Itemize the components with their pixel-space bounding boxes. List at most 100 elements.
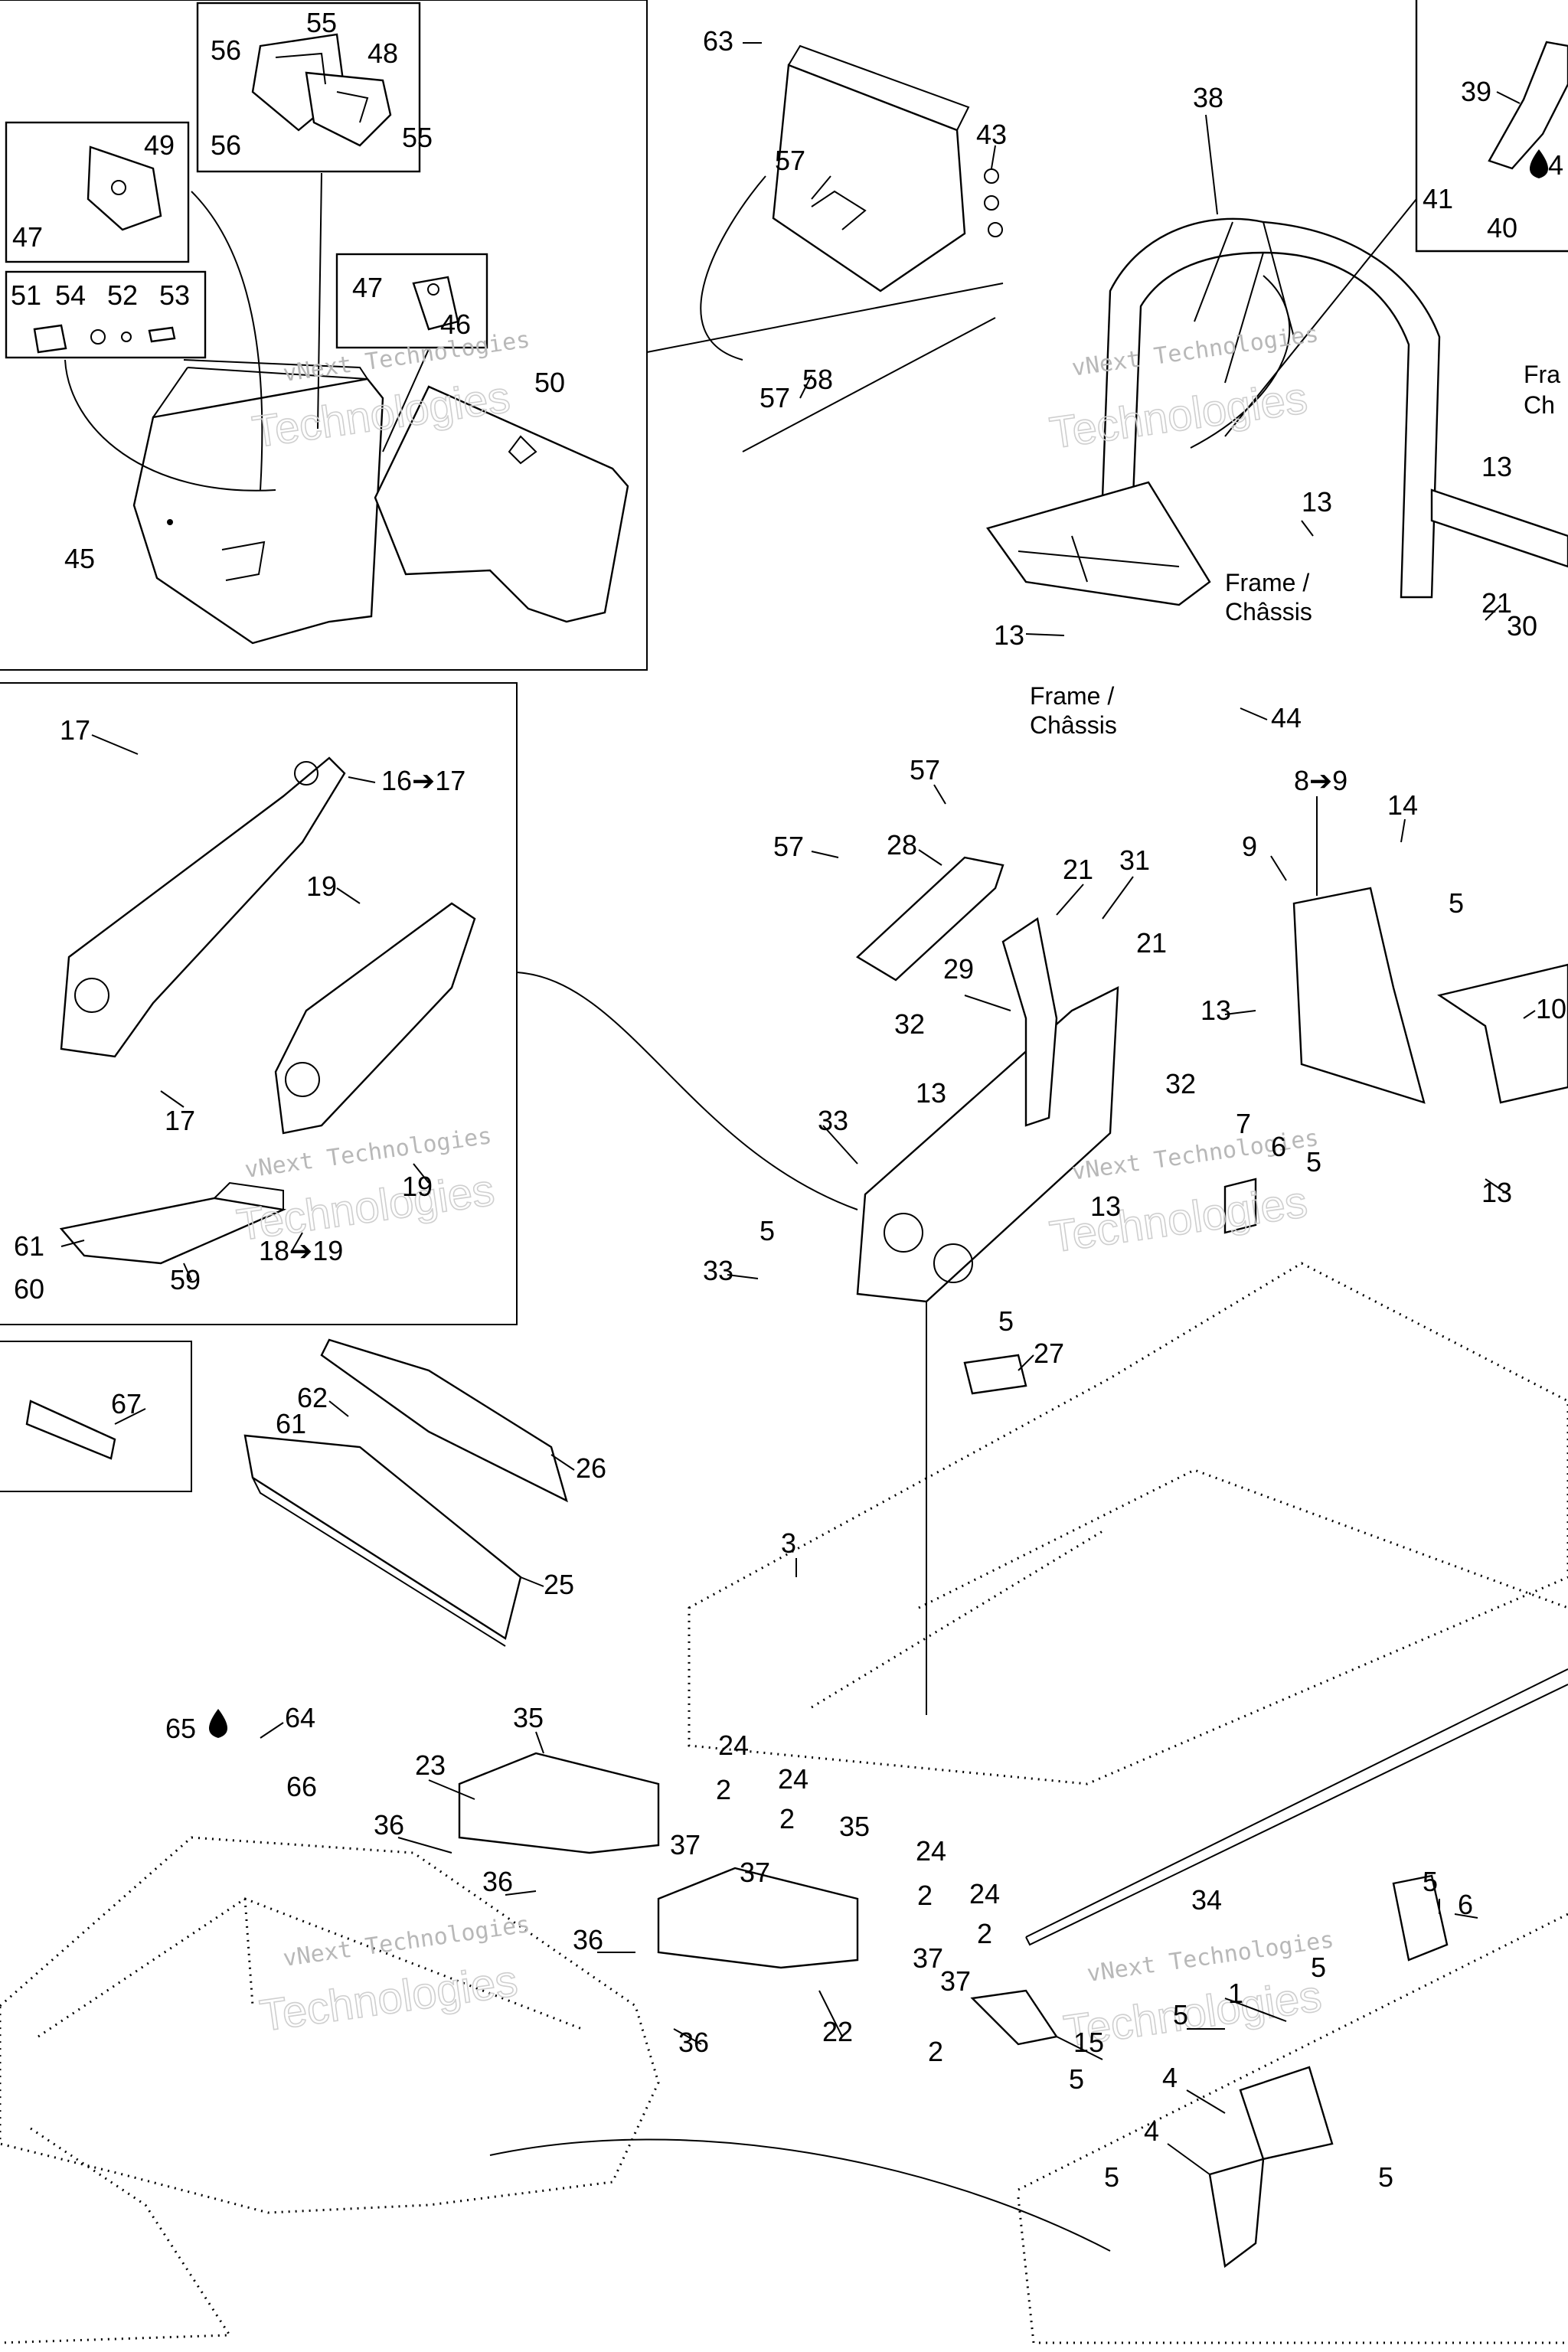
watermark-2: vNext Technologies Technologies: [1046, 321, 1321, 459]
cover-25: [243, 1434, 522, 1647]
chassis-tunnel: [688, 1262, 1568, 2344]
callout-37: 37: [670, 1829, 701, 1860]
tunnel-edge-lower: [1025, 1668, 1568, 1946]
fastener-set-51-54: [33, 324, 176, 354]
callout-30: 30: [1507, 610, 1537, 642]
callout-10: 10: [1536, 993, 1566, 1024]
leader-inset-to-cover: [646, 283, 1004, 353]
callout-61: 61: [276, 1408, 306, 1439]
callout-6: 6: [1458, 1889, 1473, 1920]
callout-59: 59: [170, 1264, 201, 1295]
front-nose: [0, 1836, 660, 2344]
callout-35: 35: [839, 1811, 870, 1842]
callout-2: 2: [716, 1774, 731, 1805]
callout-18-19: 18➔19: [259, 1235, 343, 1266]
callout-2: 2: [928, 2036, 943, 2067]
bracket-49: [87, 145, 162, 231]
watermark-5: vNext Technologies Technologies: [256, 1911, 532, 2041]
bracket-48: [251, 33, 392, 147]
plate-28: [856, 856, 1004, 982]
insulation-50: [374, 385, 629, 623]
callout-6: 6: [1271, 1131, 1286, 1162]
callout-22: 22: [822, 2016, 853, 2047]
callout-5: 5: [1311, 1952, 1326, 1983]
liquid-drop-icon: [208, 1709, 228, 1738]
plate-6: [1223, 1178, 1257, 1234]
leader-curve-inset-2: [64, 359, 276, 492]
callout-4-partial: 4: [1548, 149, 1563, 181]
leader-roll-bar: [1190, 275, 1291, 449]
bracket-10: [1437, 963, 1568, 1104]
callout-35: 35: [513, 1702, 544, 1733]
callout-23: 23: [415, 1749, 446, 1781]
cover-63-leader: [700, 175, 766, 361]
roll-bar-38: [986, 217, 1568, 606]
inset-box-67: [0, 1341, 192, 1492]
callout-32: 32: [894, 1008, 925, 1040]
callout-16-17: 16➔17: [381, 765, 466, 796]
strap-39: [1488, 41, 1568, 170]
top-left-inset-frame: [0, 0, 648, 671]
callout-5: 5: [998, 1305, 1014, 1337]
callout-61: 61: [14, 1230, 44, 1262]
inset-box-46: [335, 253, 488, 349]
callout-31: 31: [1119, 844, 1150, 876]
callout-21: 21: [1481, 587, 1512, 619]
callout-24: 24: [916, 1835, 946, 1867]
callout-47: 47: [12, 221, 43, 253]
frame-label-1: Frame /: [1225, 569, 1309, 596]
leader-curve-inset-1: [191, 191, 263, 491]
callout-13: 13: [1090, 1191, 1121, 1222]
callout-14: 14: [1387, 789, 1418, 821]
callout-5: 5: [1423, 1866, 1438, 1897]
callout-9: 9: [1242, 831, 1257, 862]
callout-46: 46: [440, 309, 471, 340]
callout-50: 50: [534, 367, 565, 398]
side-panel-16: [60, 756, 346, 1058]
svg-text:Technologies: Technologies: [1047, 373, 1310, 458]
callout-26: 26: [576, 1452, 606, 1484]
callout-37: 37: [740, 1857, 770, 1888]
bracket-29: [1001, 916, 1058, 1127]
callout-36: 36: [678, 2027, 709, 2058]
callout-13: 13: [1481, 1177, 1512, 1208]
callout-66: 66: [286, 1771, 317, 1802]
callout-40: 40: [1487, 212, 1517, 243]
cover-63: [772, 44, 1003, 292]
inset-box-39: [1415, 0, 1568, 253]
callout-5: 5: [1378, 2161, 1393, 2193]
callout-4: 4: [1144, 2115, 1159, 2147]
callout-65: 65: [165, 1713, 196, 1744]
callout-60: 60: [14, 1273, 44, 1305]
callout-4: 4: [1162, 2062, 1178, 2093]
callout-43: 43: [976, 119, 1007, 150]
heat-shield-22: [657, 1867, 859, 1969]
callout-52: 52: [107, 279, 138, 311]
leader-curve-inset-3: [317, 172, 322, 430]
callout-28: 28: [887, 829, 917, 861]
leader-39-inset: [1224, 198, 1417, 437]
callout-13: 13: [1200, 995, 1231, 1026]
callout-57: 57: [760, 382, 790, 413]
callout-41: 41: [1423, 183, 1453, 214]
callout-8-9: 8➔9: [1294, 765, 1348, 796]
hanger-15: [970, 1989, 1058, 2046]
callout-64: 64: [285, 1702, 315, 1733]
callout-19: 19: [402, 1171, 433, 1202]
callout-21: 21: [1136, 927, 1167, 959]
svg-text:vNext Technologies: vNext Technologies: [1070, 321, 1321, 382]
frame-label-2: Frame /: [1030, 682, 1114, 710]
liquid-drop-icon: [1529, 149, 1549, 178]
inset-box-left-panels: [0, 682, 518, 1325]
callout-5: 5: [1069, 2063, 1084, 2095]
frame-label-3-fr: Ch: [1524, 391, 1555, 419]
callout-2: 2: [779, 1803, 795, 1834]
callout-47: 47: [352, 272, 383, 303]
callout-62: 62: [297, 1382, 328, 1413]
callout-57: 57: [775, 145, 805, 176]
callout-49: 49: [144, 129, 175, 161]
callout-17: 17: [165, 1105, 195, 1136]
callout-5: 5: [760, 1215, 775, 1246]
callout-55: 55: [402, 122, 433, 153]
